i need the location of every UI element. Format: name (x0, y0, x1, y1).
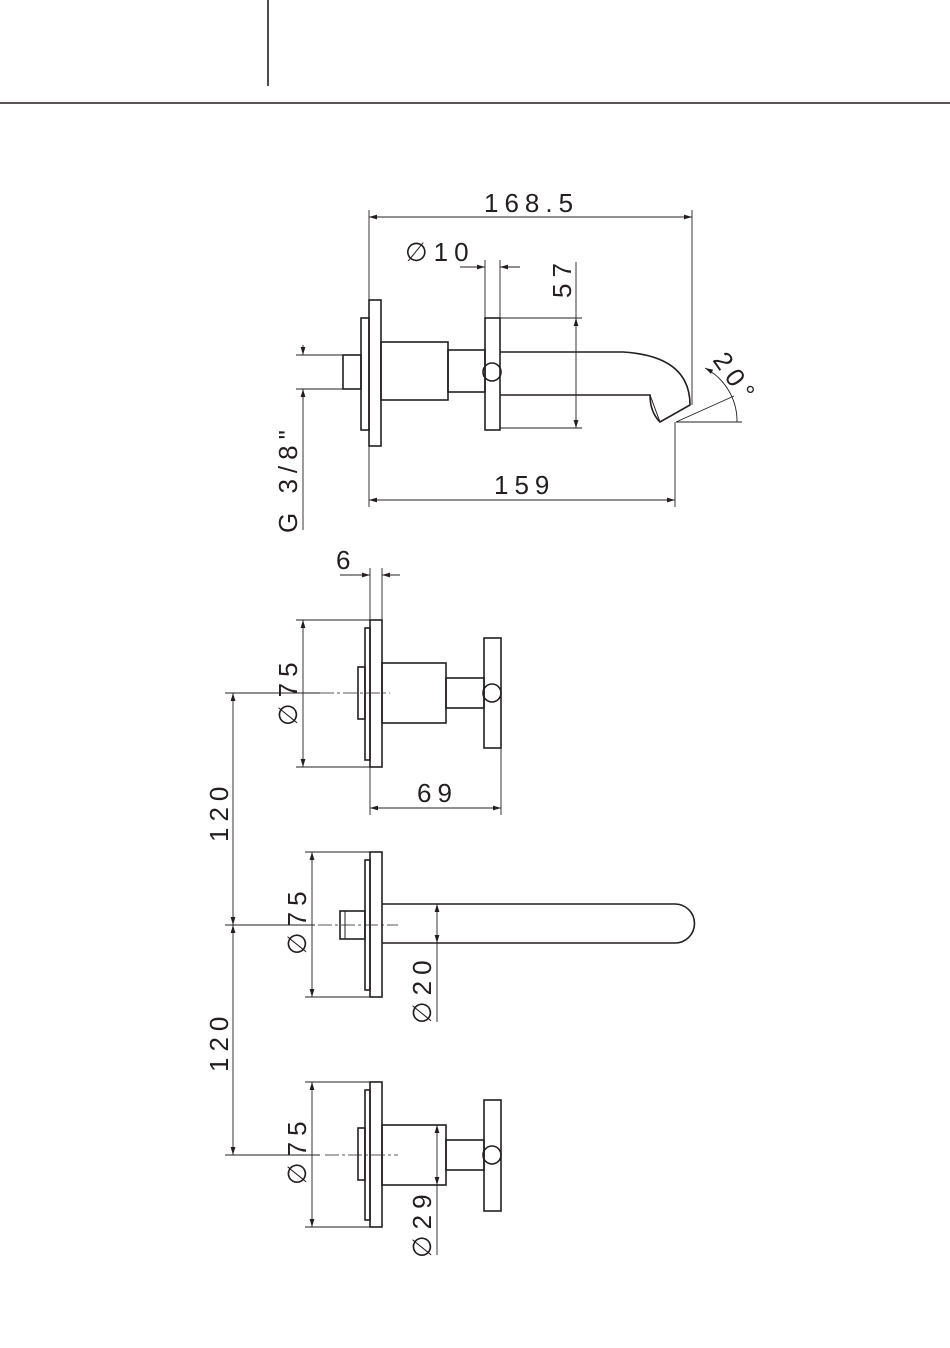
dim-plate-dia-bottom: ∅75 (282, 1082, 370, 1227)
dim-label-spout-reach: 159 (494, 470, 555, 500)
dim-label-body-dia: ∅29 (407, 1188, 437, 1258)
dim-label-spout-dia: ∅20 (407, 954, 437, 1024)
dim-spout-dia: ∅20 (407, 904, 437, 1024)
dim-label-handle-projection: 69 (417, 778, 458, 808)
side-view-spout (343, 300, 690, 446)
dim-overall-length: 168.5 (369, 188, 692, 405)
plan-view-top-valve (320, 620, 501, 767)
dim-handle-projection: 69 (370, 748, 501, 815)
dim-plate-dia-mid: ∅75 (282, 852, 370, 997)
dim-label-plate-dia-mid: ∅75 (282, 885, 312, 955)
dim-label-spacing-lower: 120 (204, 1011, 234, 1072)
dim-spout-reach: 159 (369, 422, 675, 507)
dim-label-thread: G 3/8" (273, 424, 303, 533)
title-block (0, 0, 950, 103)
dim-label-overall-length: 168.5 (484, 188, 579, 218)
dim-angle: 20° (676, 346, 765, 422)
plan-view-spout (318, 852, 695, 997)
dim-label-plate-dia-bottom: ∅75 (282, 1115, 312, 1185)
dim-label-stem-height: 57 (547, 257, 577, 298)
dim-label-angle: 20° (707, 346, 764, 410)
dim-label-plate-dia-top: ∅75 (273, 656, 303, 726)
dim-label-plate-thickness: 6 (336, 545, 356, 575)
dim-stem-dia: ∅10 (405, 237, 520, 318)
dim-body-dia: ∅29 (407, 1125, 437, 1258)
dim-plate-dia-top: ∅75 (273, 620, 370, 767)
dim-label-spacing-upper: 120 (204, 781, 234, 842)
dim-thread: G 3/8" (273, 345, 343, 533)
dim-plate-thickness: 6 (336, 545, 400, 620)
dim-label-stem-dia: ∅10 (405, 237, 475, 267)
dim-stem-height: 57 (500, 257, 582, 428)
